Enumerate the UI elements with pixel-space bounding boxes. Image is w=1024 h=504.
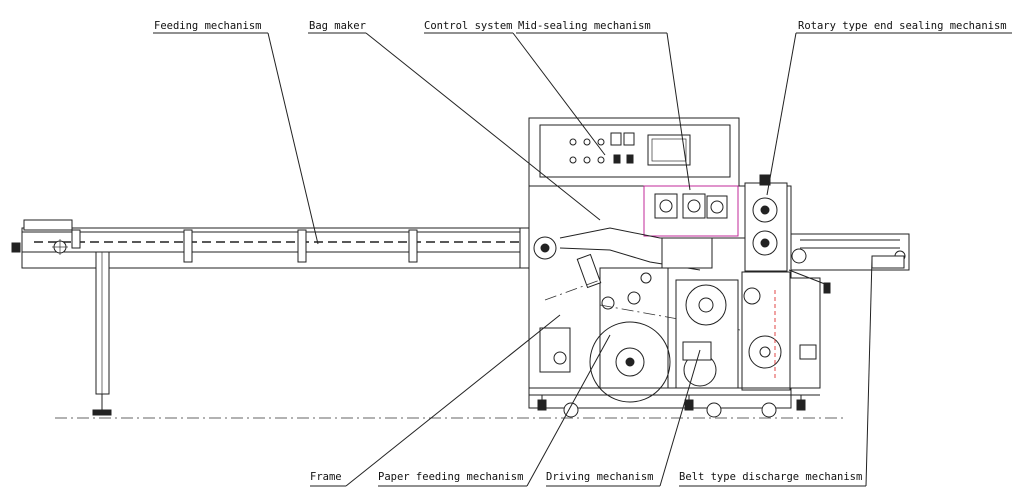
label-belt-discharge: Belt type discharge mechanism xyxy=(679,471,862,483)
label-control-system: Control system xyxy=(424,20,513,32)
label-rotary-end-sealing: Rotary type end sealing mechanism xyxy=(798,20,1007,32)
label-frame: Frame xyxy=(310,471,342,483)
driving-unit xyxy=(675,279,739,389)
label-bag-maker: Bag maker xyxy=(309,20,366,32)
paper-feeding-unit xyxy=(539,253,741,403)
machine-body xyxy=(528,117,821,409)
discharge-conveyor xyxy=(788,233,910,294)
label-mid-sealing-mechanism: Mid-sealing mechanism xyxy=(518,20,651,32)
feeding-conveyor xyxy=(11,219,560,416)
casters xyxy=(537,395,806,418)
label-driving-mechanism: Driving mechanism xyxy=(546,471,653,483)
label-paper-feeding: Paper feeding mechanism xyxy=(378,471,523,483)
rotary-end-sealer xyxy=(744,174,788,272)
mid-sealing-rollers xyxy=(654,193,728,219)
label-feeding-mechanism: Feeding mechanism xyxy=(154,20,261,32)
leader-lines xyxy=(153,32,1012,487)
